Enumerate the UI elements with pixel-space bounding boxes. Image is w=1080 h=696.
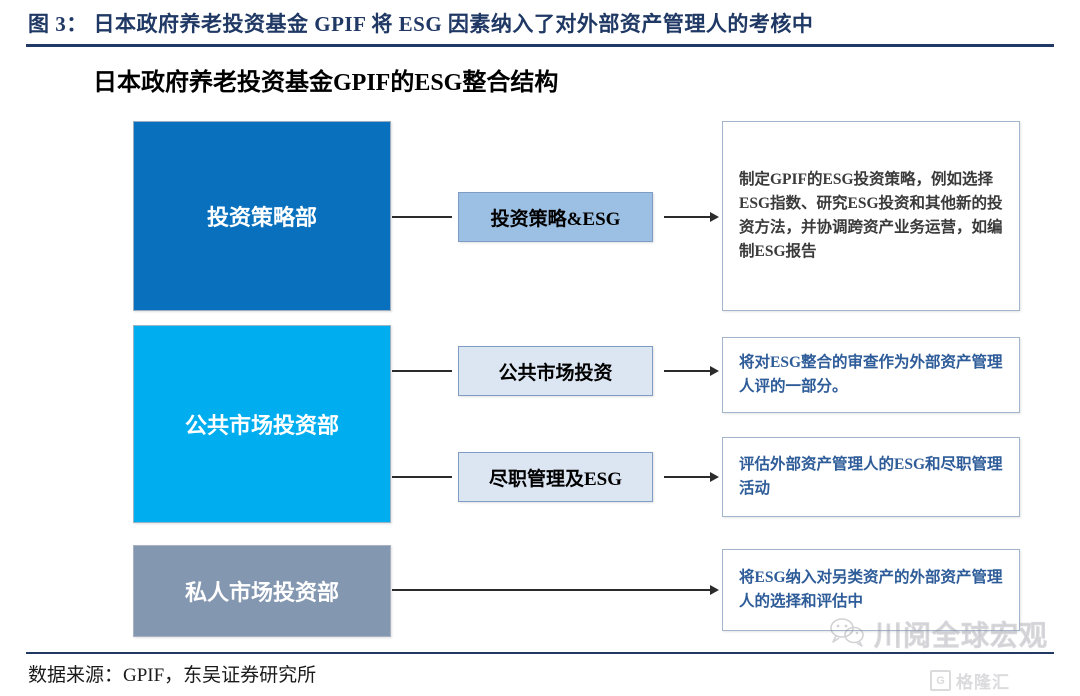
connector-line-func0-desc0 xyxy=(664,216,712,218)
function-label: 投资策略&ESG xyxy=(490,208,621,230)
department-label: 投资策略部 xyxy=(206,205,317,230)
department-box-private-market: 私人市场投资部 xyxy=(133,545,391,637)
department-box-public-market: 公共市场投资部 xyxy=(133,325,391,523)
figure-title: 图 3： 日本政府养老投资基金 GPIF 将 ESG 因素纳入了对外部资产管理人… xyxy=(28,12,814,36)
description-text: 评估外部资产管理人的ESG和尽职管理活动 xyxy=(739,455,1003,497)
department-label: 公共市场投资部 xyxy=(184,413,339,438)
function-label: 公共市场投资 xyxy=(498,362,613,384)
footer-divider xyxy=(26,652,1054,654)
function-box-stewardship-esg: 尽职管理及ESG xyxy=(458,452,653,502)
connector-line-func1-desc1 xyxy=(664,370,712,372)
function-label: 尽职管理及ESG xyxy=(488,468,623,490)
watermark-brand: G 格隆汇 xyxy=(930,668,1010,693)
arrow-head-icon xyxy=(710,472,719,482)
arrow-head-icon xyxy=(710,585,719,595)
chart-heading: 日本政府养老投资基金GPIF的ESG整合结构 xyxy=(93,70,559,96)
description-box-investment-strategy: 制定GPIF的ESG投资策略，例如选择ESG指数、研究ESG投资和其他新的投资方… xyxy=(722,121,1020,311)
arrow-head-icon xyxy=(710,366,719,376)
description-text: 制定GPIF的ESG投资策略，例如选择ESG指数、研究ESG投资和其他新的投资方… xyxy=(739,170,1003,261)
arrow-head-icon xyxy=(710,212,719,222)
description-box-public-market-investment: 将对ESG整合的审查作为外部资产管理人评的一部分。 xyxy=(722,337,1020,413)
function-box-investment-strategy-esg: 投资策略&ESG xyxy=(458,192,653,242)
department-label: 私人市场投资部 xyxy=(184,580,339,605)
department-box-investment-strategy: 投资策略部 xyxy=(133,121,391,311)
connector-line-dept2-desc3 xyxy=(392,589,712,591)
description-text: 将ESG纳入对另类资产的外部资产管理人的选择和评估中 xyxy=(739,568,1003,610)
connector-line-dept0-func0 xyxy=(392,216,452,218)
source-note: 数据来源：GPIF，东吴证券研究所 xyxy=(28,665,317,686)
function-box-public-market-investment: 公共市场投资 xyxy=(458,346,653,396)
brand-logo-icon: G xyxy=(930,670,951,691)
connector-line-dept1-func2 xyxy=(392,476,452,478)
connector-line-func2-desc2 xyxy=(664,476,712,478)
description-box-stewardship-esg: 评估外部资产管理人的ESG和尽职管理活动 xyxy=(722,437,1020,517)
watermark-brand-text: 格隆汇 xyxy=(956,673,1010,692)
connector-line-dept1-func1 xyxy=(392,370,452,372)
title-divider xyxy=(26,44,1054,47)
description-text: 将对ESG整合的审查作为外部资产管理人评的一部分。 xyxy=(739,353,1003,395)
description-box-private-market: 将ESG纳入对另类资产的外部资产管理人的选择和评估中 xyxy=(722,549,1020,631)
